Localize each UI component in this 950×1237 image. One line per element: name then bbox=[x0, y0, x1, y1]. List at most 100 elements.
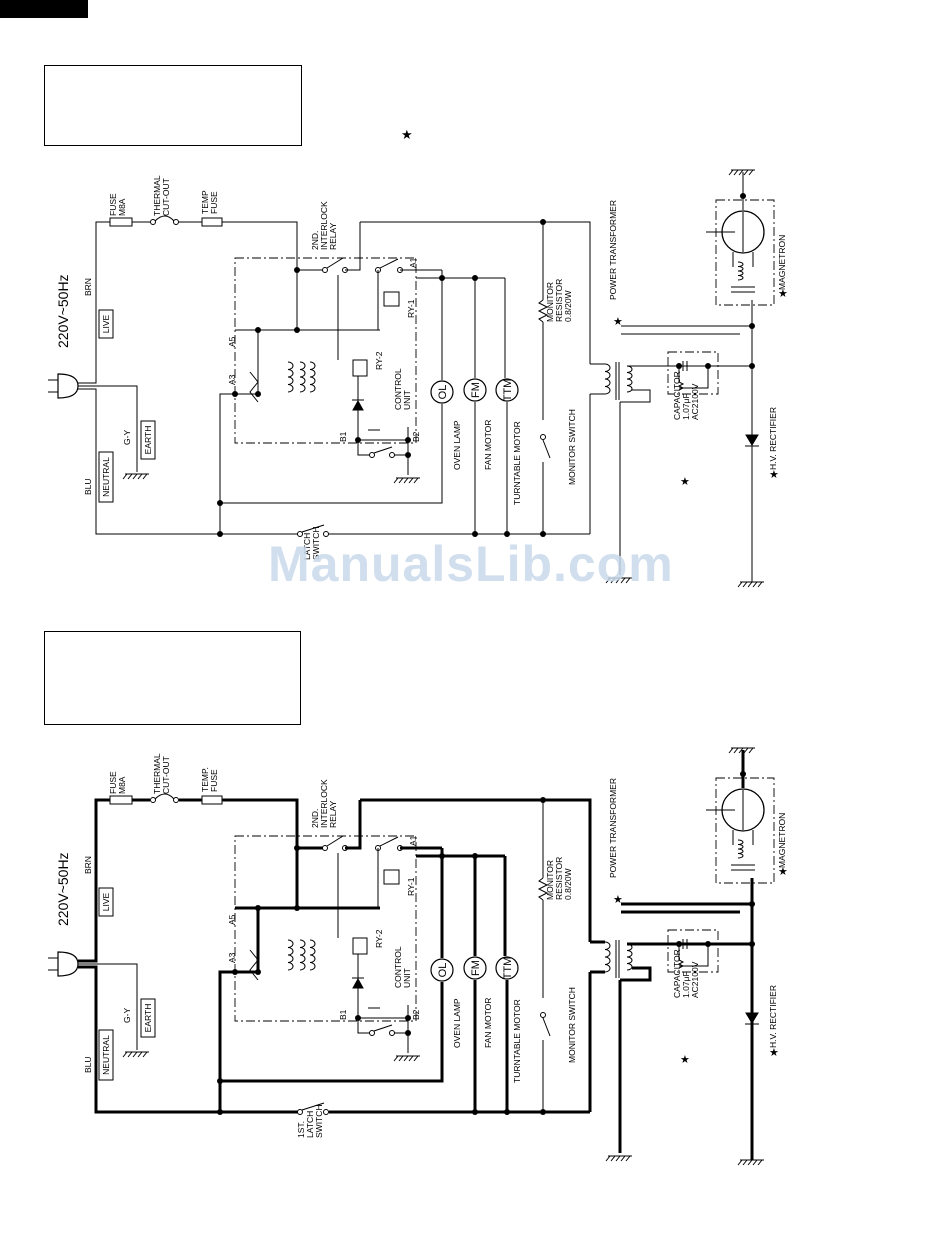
live-box-text: LIVE bbox=[101, 314, 111, 333]
latch-switch-label: 1ST. bbox=[296, 1121, 306, 1138]
earth-wire bbox=[78, 385, 138, 472]
monitor-resistor-symbol bbox=[537, 299, 549, 323]
interlock-blade bbox=[326, 835, 344, 847]
thermal-cutout-label: CUT-OUT bbox=[161, 178, 171, 216]
thermal-cutout-arc bbox=[154, 215, 175, 222]
earth-box bbox=[140, 420, 156, 460]
monitor-switch-blade bbox=[542, 1017, 551, 1037]
transformer-primary bbox=[604, 941, 611, 973]
control-unit-label: CONTROL bbox=[393, 946, 403, 988]
transformer-ground bbox=[620, 1155, 626, 1162]
junction-dot bbox=[405, 437, 411, 443]
hv-rectifier-label: H.V. RECTIFIER bbox=[768, 407, 778, 470]
control-transformer-secondary bbox=[309, 939, 316, 971]
fuse-label: FUSE bbox=[108, 193, 118, 216]
b2-label: B2 bbox=[411, 431, 421, 442]
junction-dot bbox=[405, 1015, 411, 1021]
turntable-motor-label: TURNTABLE MOTOR bbox=[512, 999, 522, 1083]
b-switch-blade bbox=[373, 446, 393, 454]
temp-fuse-label: FUSE bbox=[209, 769, 219, 792]
brn-label: BRN bbox=[83, 278, 93, 296]
monitor-switch-contact bbox=[540, 434, 546, 440]
oven-lamp-symbol bbox=[430, 958, 454, 982]
ry2-label: RY-2 bbox=[374, 351, 384, 370]
monitor-resistor-label: MONITOR bbox=[545, 860, 555, 900]
control-unit-boundary bbox=[234, 257, 417, 444]
monitor-switch-blade bbox=[542, 439, 551, 459]
b-switch-contact bbox=[369, 1030, 375, 1036]
a3-rail bbox=[219, 393, 258, 534]
a5-label: A5 bbox=[227, 914, 237, 925]
thermal-cutout-arc bbox=[154, 793, 175, 800]
control-unit-boundary bbox=[234, 835, 417, 1022]
capacitor-label: AC2100V bbox=[690, 383, 700, 420]
live-wire bbox=[78, 798, 110, 963]
junction-dot bbox=[504, 1109, 510, 1115]
interlock-relay-label: RELAY bbox=[328, 222, 338, 250]
magnetron-ground bbox=[743, 747, 749, 754]
fuse-label: M8A bbox=[117, 198, 127, 216]
latch-switch-contact bbox=[297, 531, 303, 537]
latch-switch-label: SWITCH bbox=[311, 526, 321, 560]
junction-dot bbox=[749, 941, 755, 947]
fan-motor-label: FAN MOTOR bbox=[483, 998, 493, 1048]
interlock-contact bbox=[322, 267, 328, 273]
junction-dot bbox=[232, 969, 238, 975]
control-unit-ground bbox=[393, 1055, 399, 1062]
magnetron-ground bbox=[733, 747, 739, 754]
junction-dot bbox=[472, 1109, 478, 1115]
monitor-switch-contact bbox=[540, 1012, 546, 1018]
plug-body bbox=[57, 951, 79, 977]
control-unit-ground bbox=[403, 1055, 409, 1062]
transformer-primary bbox=[604, 363, 611, 395]
varistor-symbol bbox=[249, 949, 259, 981]
earth-ground-symbol bbox=[137, 473, 143, 480]
ry2-coil bbox=[352, 937, 368, 955]
earth-box bbox=[140, 998, 156, 1038]
junction-dot bbox=[294, 267, 300, 273]
thermal-cutout-contact bbox=[173, 797, 179, 803]
junction-dot bbox=[504, 531, 510, 537]
power-transformer-label: POWER TRANSFORMER bbox=[608, 200, 618, 300]
transformer-ground bbox=[610, 577, 616, 584]
control-unit-label: CONTROL bbox=[393, 368, 403, 410]
thermal-cutout-label: THERMAL bbox=[152, 175, 162, 216]
junction-dot bbox=[749, 901, 755, 907]
latch-switch-contact bbox=[323, 1109, 329, 1115]
transformer-star: ★ bbox=[613, 316, 623, 328]
control-transformer-secondary bbox=[299, 939, 306, 971]
hv-rectifier-diode bbox=[745, 1012, 759, 1025]
capacitor-label: 1.07μF bbox=[681, 971, 691, 998]
interlock-relay-label: INTERLOCK bbox=[319, 779, 329, 828]
interlock-contact bbox=[322, 845, 328, 851]
supply-label: 220V~50Hz bbox=[55, 274, 71, 348]
control-transformer-primary bbox=[287, 939, 294, 971]
transformer-ground bbox=[615, 1155, 621, 1162]
capacitor-label: CAPACITOR bbox=[672, 949, 682, 998]
hv-ground bbox=[752, 581, 758, 588]
wire bbox=[360, 798, 592, 942]
hv-ground bbox=[747, 581, 753, 588]
junction-dot bbox=[676, 363, 682, 369]
watermark: ManualsLib.com bbox=[268, 536, 674, 592]
magnetron-label: MAGNETRON bbox=[777, 235, 787, 290]
control-unit-ground bbox=[403, 477, 409, 484]
transformer-secondary bbox=[626, 365, 633, 393]
capacitor-boundary bbox=[667, 929, 719, 973]
monitor-resistor-label: 0.8/20W bbox=[563, 290, 573, 322]
magnetron-ground bbox=[728, 169, 734, 176]
earth-ground-symbol bbox=[142, 1051, 148, 1058]
oven-lamp-symbol-text: OL bbox=[437, 963, 449, 978]
magnetron-boundary bbox=[715, 199, 775, 306]
magnetron-ground bbox=[738, 169, 744, 176]
earth-ground-symbol bbox=[132, 473, 138, 480]
fuse-label: M8A bbox=[117, 776, 127, 794]
b-switch-contact bbox=[389, 1030, 395, 1036]
earth-ground-symbol bbox=[122, 473, 128, 480]
neutral-box-text: NEUTRAL bbox=[101, 1035, 111, 1075]
neutral-wire bbox=[78, 965, 220, 1114]
b1-label: B1 bbox=[338, 1009, 348, 1020]
hv-ground bbox=[757, 1159, 763, 1166]
